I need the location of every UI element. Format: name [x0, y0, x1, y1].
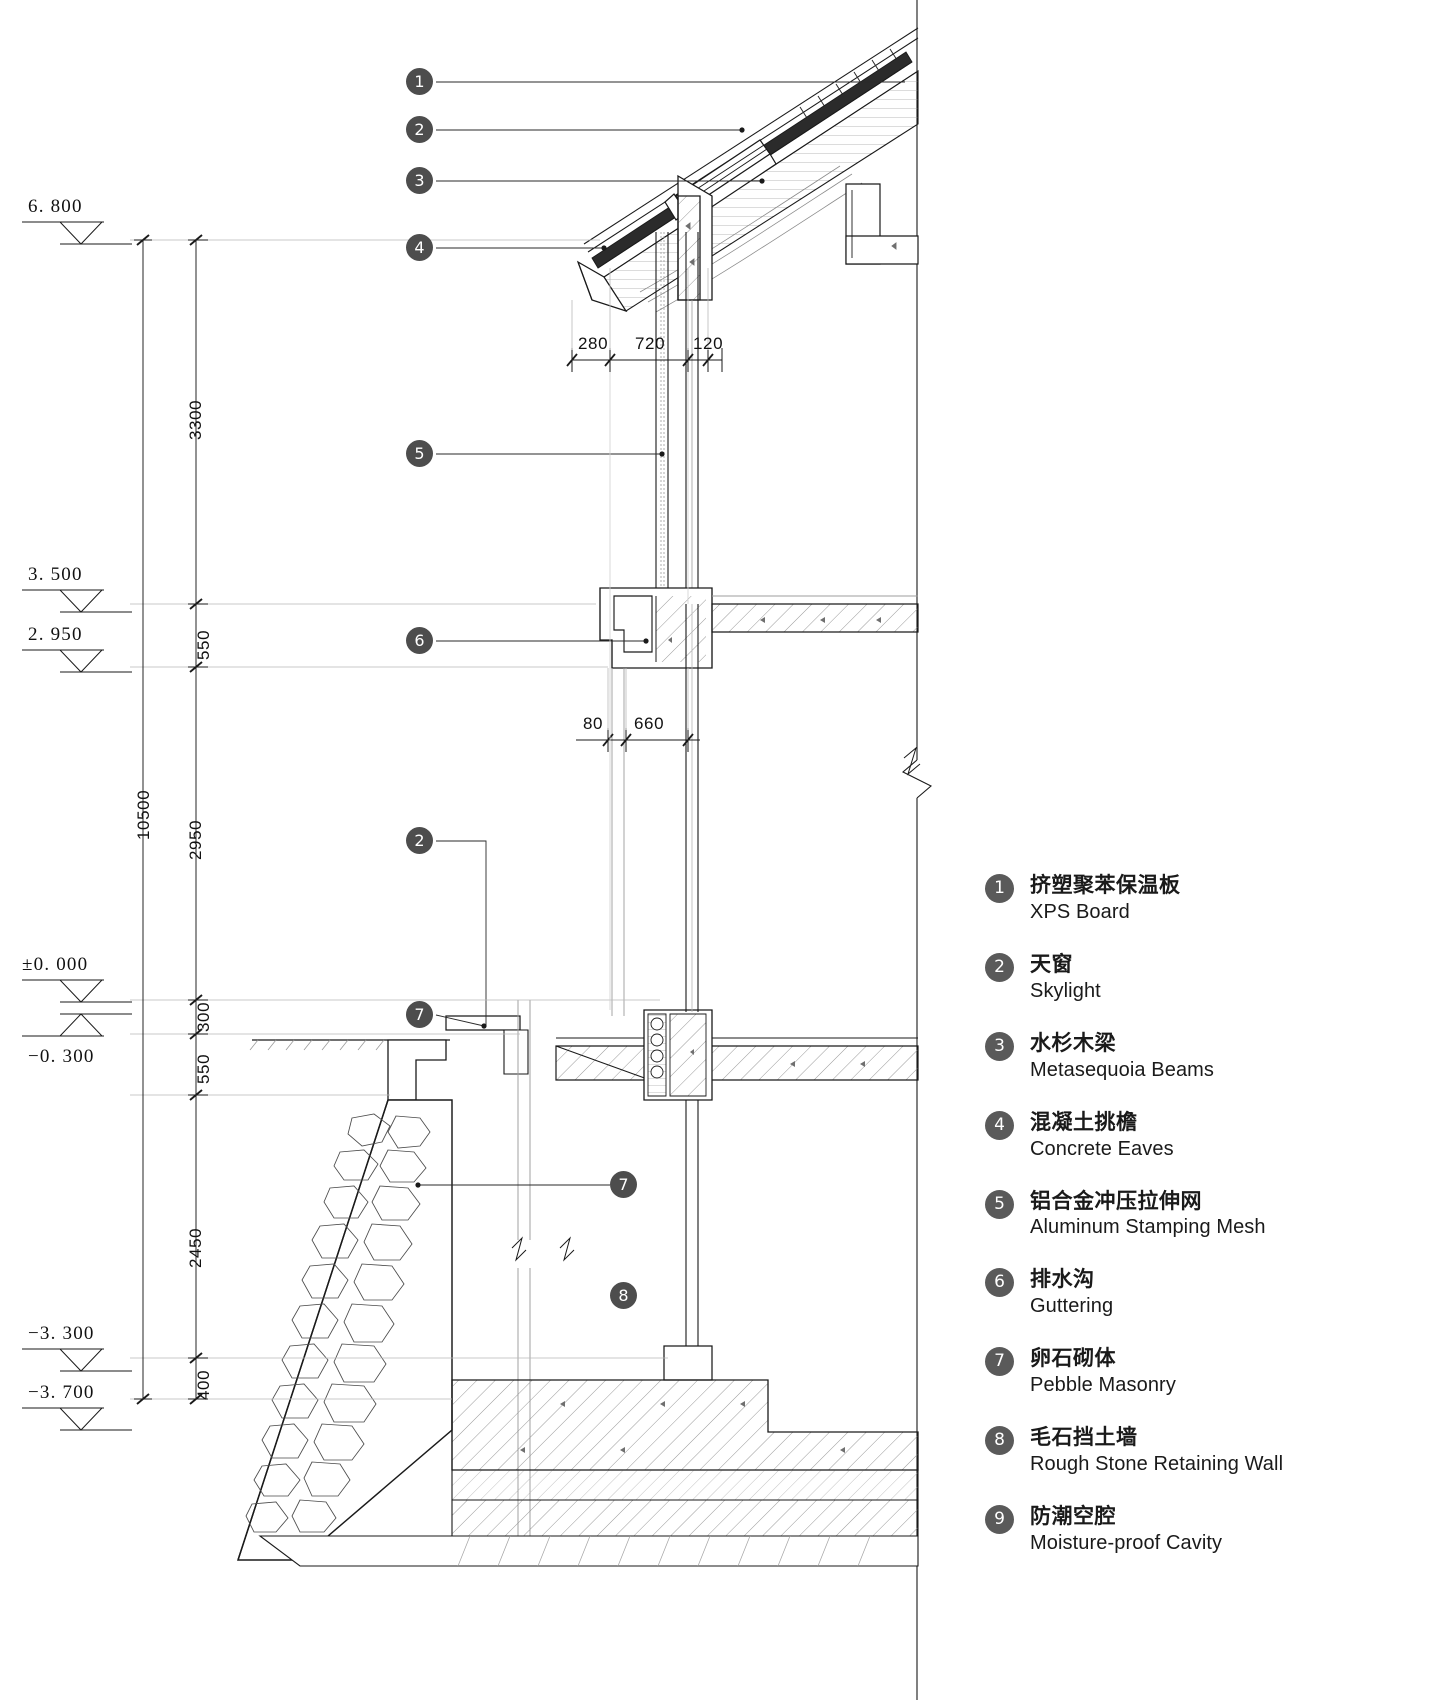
legend-label-cn-7: 卵石砌体: [1030, 1346, 1116, 1371]
legend-badge-9: 9: [985, 1505, 1014, 1534]
elevation-label-2950: 2. 950: [28, 624, 83, 645]
legend-badge-5: 5: [985, 1189, 1014, 1219]
dimension-120: 120: [693, 334, 724, 353]
callout-8[interactable]: 8: [610, 1282, 637, 1309]
legend-label-cn-6: 排水沟: [1030, 1267, 1095, 1292]
legend-text-3: 水杉木梁 Metasequoia Beams: [1030, 1030, 1425, 1083]
legend-label-cn-9: 防潮空腔: [1030, 1504, 1116, 1528]
legend-label-en-4: Concrete Eaves: [1030, 1137, 1174, 1160]
legend-badge-7: 7: [985, 1347, 1014, 1377]
elevation-label-m0300: −0. 300: [28, 1046, 95, 1067]
dimension-3300: 3300: [186, 399, 205, 440]
legend-label-en-3: Metasequoia Beams: [1030, 1058, 1215, 1081]
legend-item-1[interactable]: 1 挤塑聚苯保温板 XPS Board: [985, 872, 1425, 925]
dimension-80: 80: [583, 714, 604, 733]
legend-label-cn-3: 水杉木梁: [1030, 1030, 1116, 1055]
callout-6[interactable]: 6: [406, 627, 433, 654]
legend-item-6[interactable]: 6 排水沟 Guttering: [985, 1266, 1425, 1319]
legend-item-2[interactable]: 2 天窗 Skylight: [985, 951, 1425, 1004]
legend-item-4[interactable]: 4 混凝土挑檐 Concrete Eaves: [985, 1109, 1425, 1162]
legend-label-cn-2: 天窗: [1030, 951, 1073, 976]
legend-label-cn-5: 铝合金冲压拉伸网: [1030, 1188, 1202, 1213]
legend-text-6: 排水沟 Guttering: [1030, 1266, 1425, 1319]
legend-text-8: 毛石挡土墙 Rough Stone Retaining Wall: [1030, 1424, 1425, 1477]
legend-label-en-8: Rough Stone Retaining Wall: [1030, 1453, 1284, 1475]
legend-badge-1: 1: [985, 874, 1014, 903]
callout-2[interactable]: 2: [406, 116, 433, 143]
legend-text-5: 铝合金冲压拉伸网 Aluminum Stamping Mesh: [1030, 1188, 1425, 1241]
legend-text-1: 挤塑聚苯保温板 XPS Board: [1030, 872, 1425, 925]
legend-badge-2: 2: [985, 952, 1014, 982]
legend-item-3[interactable]: 3 水杉木梁 Metasequoia Beams: [985, 1030, 1425, 1083]
dimension-550-upper: 550: [194, 629, 213, 660]
legend-panel: 1 挤塑聚苯保温板 XPS Board 2 天窗 Skylight 3 水杉木梁…: [985, 872, 1425, 1582]
callout-3[interactable]: 3: [406, 167, 433, 194]
dimension-10500-overall: 10500: [134, 789, 153, 840]
legend-label-en-6: Guttering: [1030, 1295, 1114, 1318]
dimension-280: 280: [578, 334, 609, 353]
callout-5[interactable]: 5: [406, 440, 433, 467]
legend-label-cn-1: 挤塑聚苯保温板: [1030, 873, 1181, 897]
callout-2-lower[interactable]: 2: [406, 827, 433, 854]
elevation-label-m3300: −3. 300: [28, 1323, 95, 1344]
legend-item-5[interactable]: 5 铝合金冲压拉伸网 Aluminum Stamping Mesh: [985, 1188, 1425, 1241]
legend-item-9[interactable]: 9 防潮空腔 Moisture-proof Cavity: [985, 1503, 1425, 1556]
legend-badge-4: 4: [985, 1110, 1014, 1140]
elevation-label-0000: ±0. 000: [22, 954, 89, 975]
callout-7-lower[interactable]: 7: [610, 1171, 637, 1198]
legend-label-cn-8: 毛石挡土墙: [1030, 1425, 1138, 1450]
legend-badge-3: 3: [985, 1031, 1014, 1061]
legend-badge-8: 8: [985, 1426, 1014, 1456]
legend-item-8[interactable]: 8 毛石挡土墙 Rough Stone Retaining Wall: [985, 1424, 1425, 1477]
legend-label-en-2: Skylight: [1030, 979, 1101, 1002]
legend-text-9: 防潮空腔 Moisture-proof Cavity: [1030, 1503, 1425, 1556]
legend-label-en-5: Aluminum Stamping Mesh: [1030, 1216, 1266, 1239]
callout-1[interactable]: 1: [406, 68, 433, 95]
legend-badge-6: 6: [985, 1268, 1014, 1298]
legend-text-7: 卵石砌体 Pebble Masonry: [1030, 1345, 1425, 1398]
legend-text-4: 混凝土挑檐 Concrete Eaves: [1030, 1109, 1425, 1162]
legend-label-cn-4: 混凝土挑檐: [1030, 1109, 1138, 1134]
legend-label-en-7: Pebble Masonry: [1030, 1374, 1176, 1397]
dimension-2950: 2950: [186, 819, 205, 860]
dimension-720: 720: [635, 334, 666, 353]
callout-7[interactable]: 7: [406, 1001, 433, 1028]
dimension-2450: 2450: [186, 1227, 205, 1268]
dimension-660: 660: [634, 714, 665, 733]
elevation-label-3500: 3. 500: [28, 564, 83, 585]
dimension-300: 300: [194, 1001, 213, 1032]
legend-item-7[interactable]: 7 卵石砌体 Pebble Masonry: [985, 1345, 1425, 1398]
legend-text-2: 天窗 Skylight: [1030, 951, 1425, 1004]
callout-4[interactable]: 4: [406, 234, 433, 261]
dimension-550-lower: 550: [194, 1053, 213, 1084]
legend-label-en-9: Moisture-proof Cavity: [1030, 1531, 1223, 1554]
elevation-label-6800: 6. 800: [28, 196, 83, 217]
legend-label-en-1: XPS Board: [1030, 900, 1130, 923]
elevation-label-m3700: −3. 700: [28, 1382, 95, 1403]
dimension-400: 400: [194, 1369, 213, 1400]
